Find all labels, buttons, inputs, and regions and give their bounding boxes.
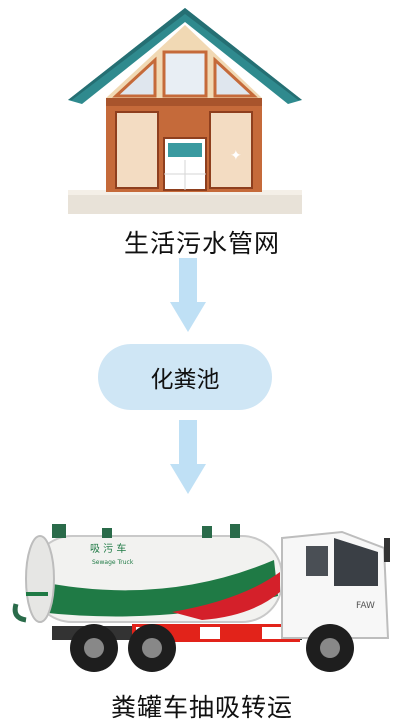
septic-tank-label: 化粪池 (150, 367, 220, 393)
tank-subtitle: Sewage Truck (92, 559, 134, 566)
house-window-left (115, 111, 159, 189)
down-arrow-icon (170, 420, 206, 494)
sewage-truck-illustration: 吸 污 车 Sewage Truck FAW (12, 524, 390, 672)
svg-text:✦: ✦ (230, 148, 242, 164)
down-arrow-icon (170, 258, 206, 332)
septic-tank-step: 化粪池 (98, 344, 272, 410)
tank-title: 吸 污 车 (90, 542, 126, 555)
house-window-right (209, 111, 253, 189)
cab-brand: FAW (356, 601, 375, 611)
truck-label: 粪罐车抽吸转运 (110, 693, 293, 722)
house-roof (68, 8, 302, 104)
house-label: 生活污水管网 (123, 229, 280, 258)
house-illustration: ✦ (68, 8, 302, 214)
